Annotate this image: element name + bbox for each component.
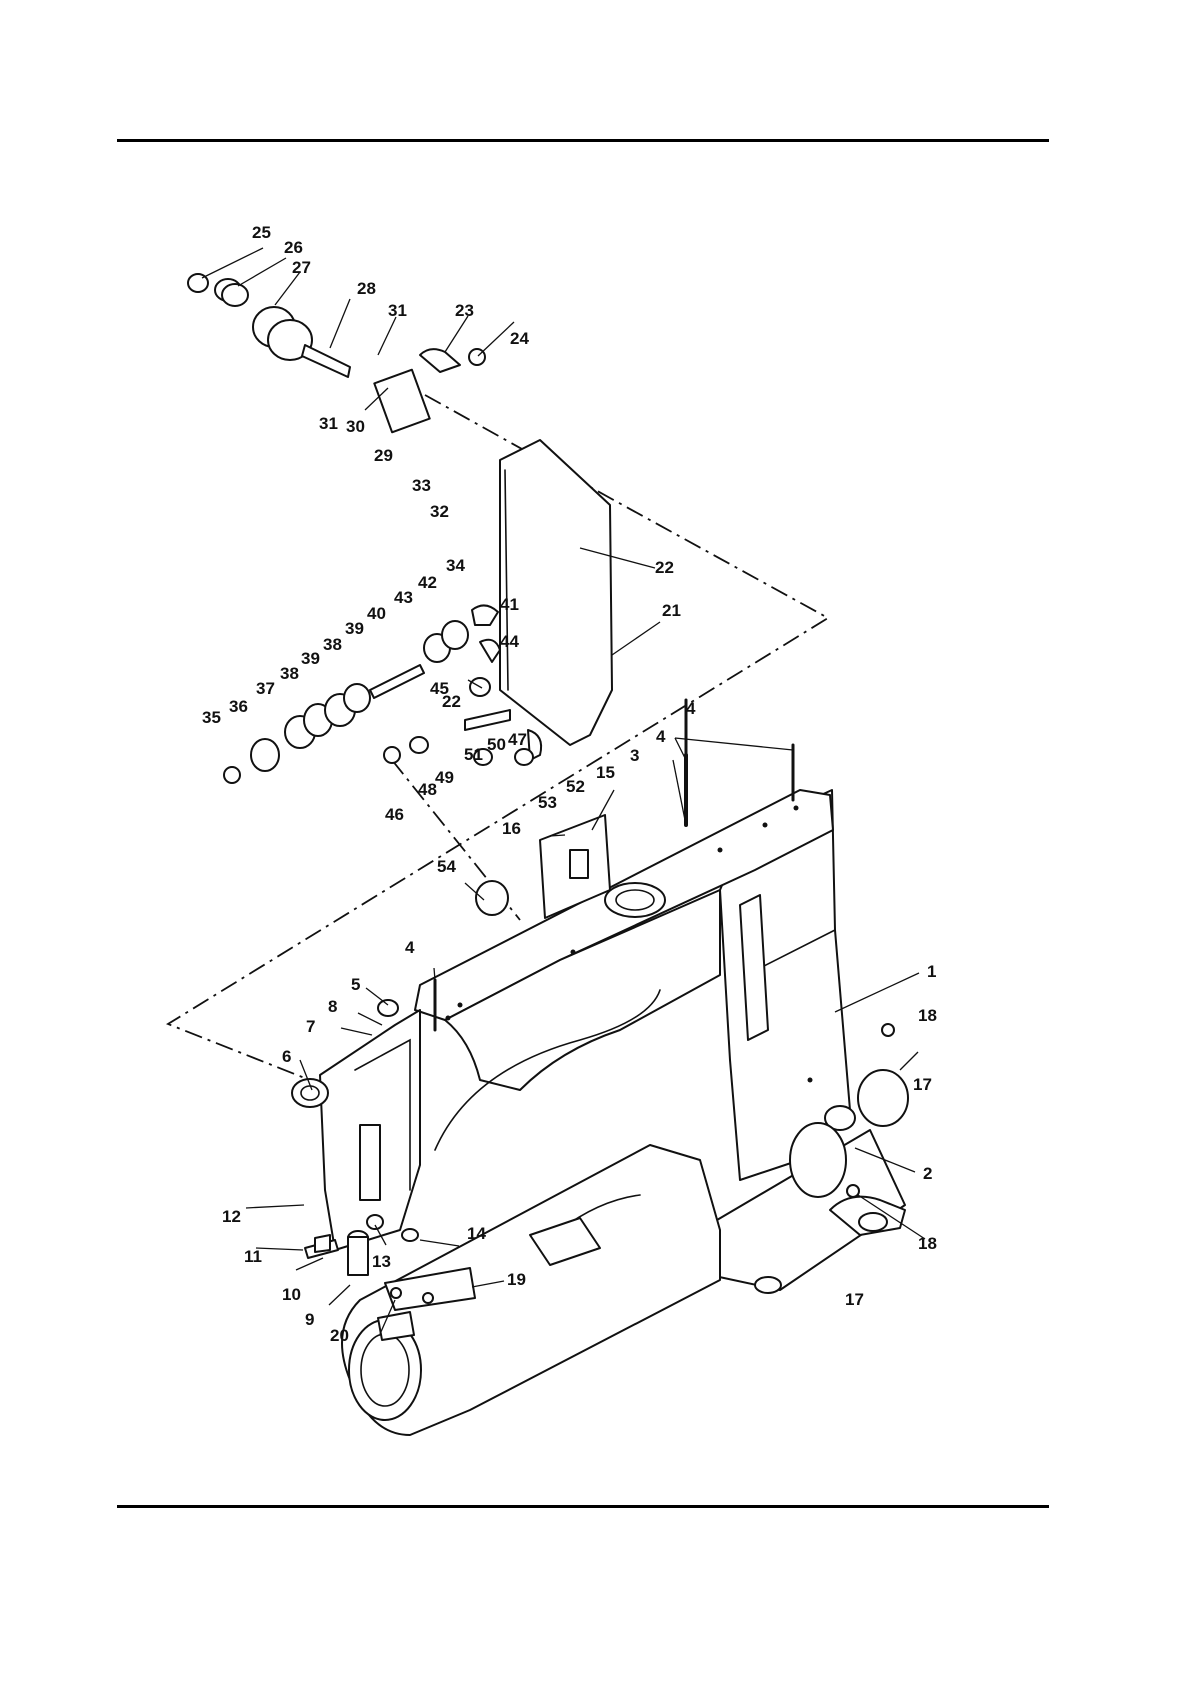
part-label: 46 [385, 805, 404, 824]
part-label: 39 [301, 649, 320, 668]
part-label: 20 [330, 1326, 349, 1345]
part-label: 39 [345, 619, 364, 638]
part-label: 4 [686, 699, 696, 718]
part-label: 10 [282, 1285, 301, 1304]
part-label: 40 [367, 604, 386, 623]
part-label: 7 [306, 1017, 315, 1036]
part-label: 49 [435, 768, 454, 787]
part-label: 15 [596, 763, 615, 782]
part-label: 24 [510, 329, 529, 348]
part-label: 44 [500, 632, 519, 651]
part-label: 31 [319, 414, 338, 433]
part-label: 18 [918, 1234, 937, 1253]
side-cover [500, 440, 612, 745]
part-label: 12 [222, 1207, 241, 1226]
part-label: 42 [418, 573, 437, 592]
part-label: 31 [388, 301, 407, 320]
part-label: 37 [256, 679, 275, 698]
part-label: 2 [923, 1164, 932, 1183]
part-label: 5 [351, 975, 360, 994]
part-label: 38 [323, 635, 342, 654]
part-label: 34 [446, 556, 465, 575]
part-label: 16 [502, 819, 521, 838]
part-label: 8 [328, 997, 337, 1016]
part-label: 33 [412, 476, 431, 495]
part-label: 26 [284, 238, 303, 257]
part-label: 32 [430, 502, 449, 521]
part-label: 4 [405, 938, 415, 957]
part-label: 54 [437, 857, 456, 876]
part-label: 11 [244, 1247, 262, 1266]
part-label: 22 [655, 558, 674, 577]
part-label: 28 [357, 279, 376, 298]
part-label: 25 [252, 223, 271, 242]
part-label: 47 [508, 730, 527, 749]
part-label: 19 [507, 1270, 526, 1289]
part-label: 1 [927, 962, 936, 981]
part-label: 29 [374, 446, 393, 465]
part-label: 21 [662, 601, 681, 620]
part-label: 50 [487, 735, 506, 754]
part-label: 4 [656, 727, 666, 746]
upper-tension-parts [188, 274, 485, 432]
part-label: 14 [467, 1224, 486, 1243]
part-label: 45 [430, 679, 449, 698]
part-label: 53 [538, 793, 557, 812]
part-label: 6 [282, 1047, 291, 1066]
part-label: 9 [305, 1310, 314, 1329]
part-label: 18 [918, 1006, 937, 1025]
part-label: 38 [280, 664, 299, 683]
part-label: 36 [229, 697, 248, 716]
part-label: 52 [566, 777, 585, 796]
part-label: 23 [455, 301, 474, 320]
part-label: 27 [292, 258, 311, 277]
part-label: 35 [202, 708, 221, 727]
part-label: 13 [372, 1252, 391, 1271]
part-label: 3 [630, 746, 639, 765]
part-label: 51 [464, 745, 483, 764]
part-label: 17 [913, 1075, 932, 1094]
part-label: 17 [845, 1290, 864, 1309]
part-label: 30 [346, 417, 365, 436]
part-label: 43 [394, 588, 413, 607]
part-label: 41 [500, 595, 519, 614]
